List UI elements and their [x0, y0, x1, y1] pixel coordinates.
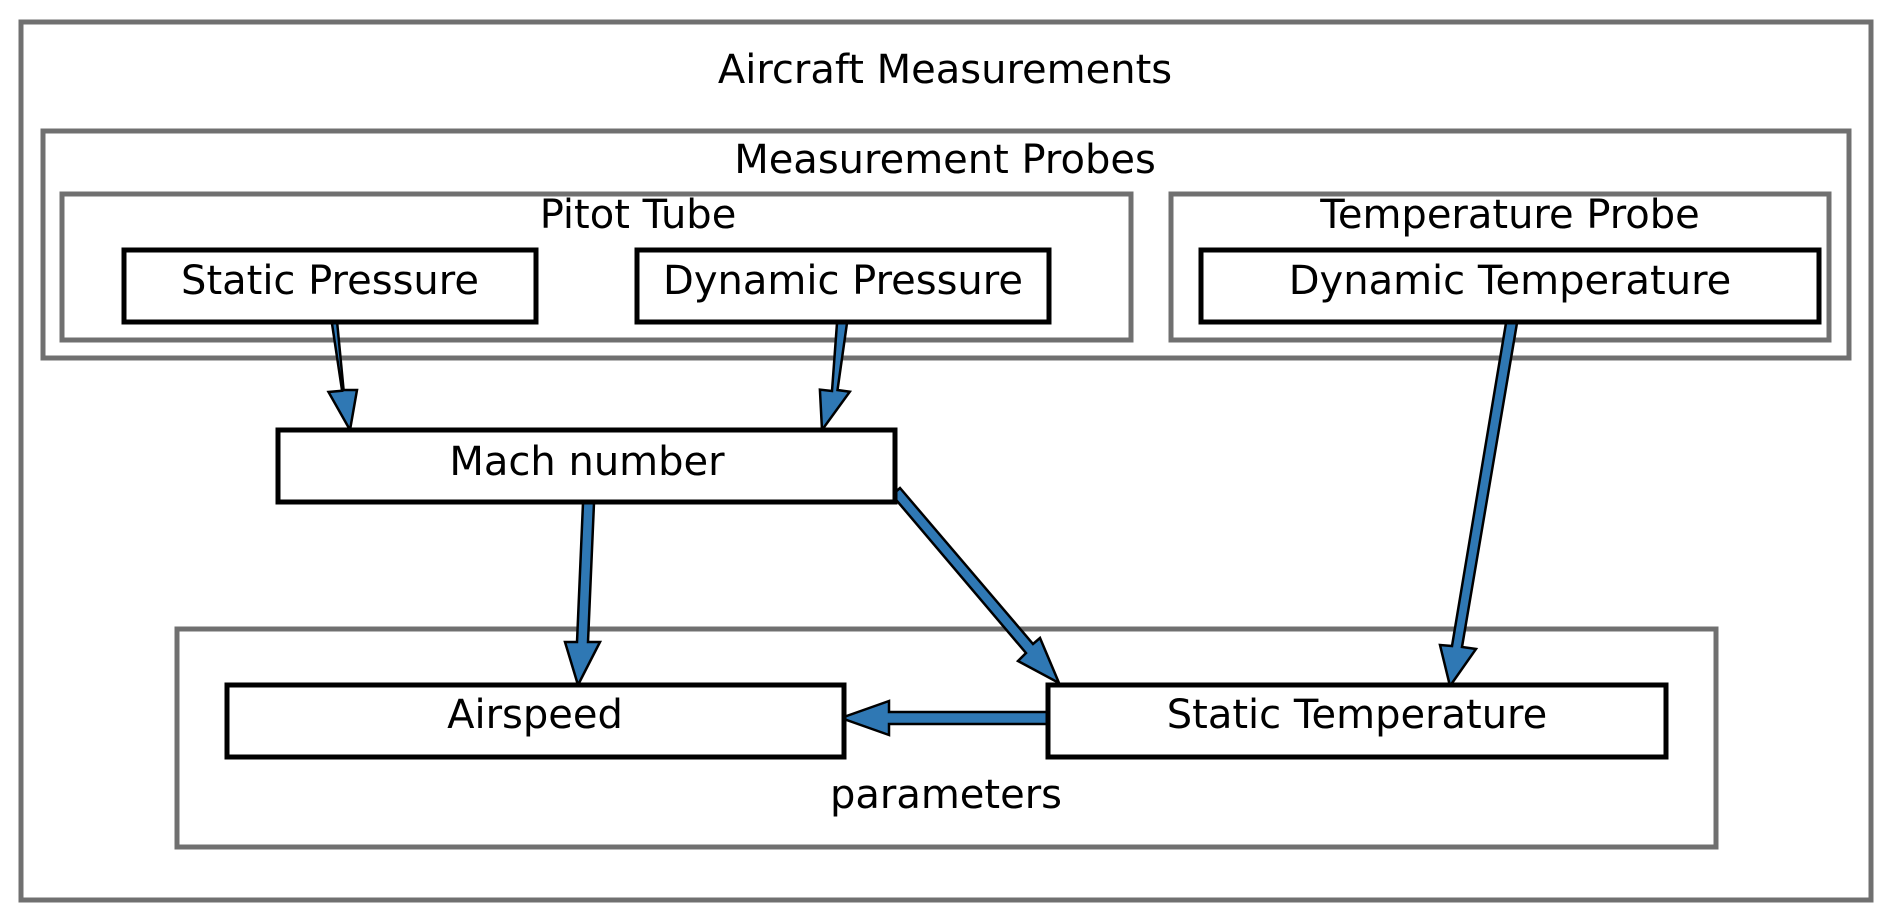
node-mach-number-label: Mach number — [449, 439, 725, 485]
cluster-pitot-tube-label: Pitot Tube — [540, 192, 737, 238]
node-airspeed[interactable]: Airspeed — [224, 682, 847, 760]
node-dynamic-temperature-label: Dynamic Temperature — [1289, 258, 1732, 304]
node-static-pressure-label: Static Pressure — [181, 258, 479, 304]
node-airspeed-label: Airspeed — [447, 692, 623, 738]
edge-dynamic-temperature-to-static-temperature — [1438, 321, 1519, 689]
cluster-temperature-probe-label: Temperature Probe — [1319, 192, 1700, 238]
node-dynamic-pressure-label: Dynamic Pressure — [663, 258, 1023, 304]
edge-mach-number-to-static-temperature — [890, 486, 1062, 686]
cluster-aircraft-measurements-label: Aircraft Measurements — [718, 47, 1172, 93]
node-dynamic-temperature[interactable]: Dynamic Temperature — [1198, 247, 1822, 325]
cluster-aircraft-measurements: Aircraft Measurements — [18, 19, 1874, 903]
cluster-measurement-probes: Measurement Probes — [40, 128, 1852, 361]
node-dynamic-pressure[interactable]: Dynamic Pressure — [634, 247, 1052, 325]
edge-dynamic-pressure-to-mach-number — [818, 321, 853, 434]
edge-static-temperature-to-airspeed — [837, 699, 1050, 737]
cluster-measurement-probes-label: Measurement Probes — [734, 137, 1156, 183]
node-static-temperature[interactable]: Static Temperature — [1045, 682, 1669, 760]
cluster-parameters: parameters — [174, 626, 1719, 850]
cluster-temperature-probe: Temperature Probe — [1168, 191, 1832, 343]
edge-mach-number-to-airspeed — [563, 501, 603, 689]
node-mach-number[interactable]: Mach number — [275, 427, 898, 505]
node-static-pressure[interactable]: Static Pressure — [121, 247, 539, 325]
edges-layer — [326, 321, 1519, 737]
cluster-pitot-tube: Pitot Tube — [59, 191, 1134, 343]
node-static-temperature-label: Static Temperature — [1167, 692, 1547, 738]
cluster-parameters-label: parameters — [830, 772, 1062, 818]
